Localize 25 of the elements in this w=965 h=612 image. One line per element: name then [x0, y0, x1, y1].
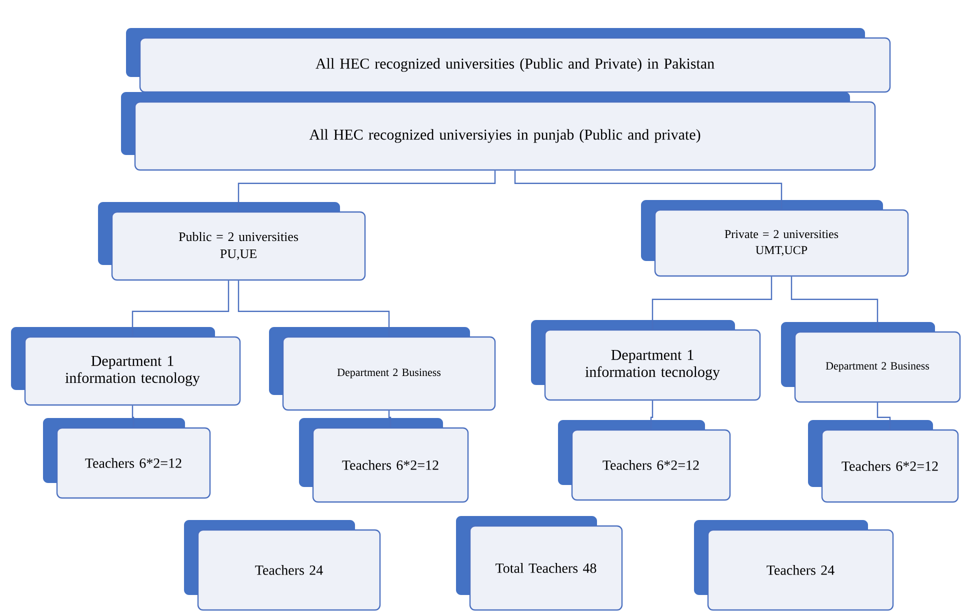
text-box: Total Teachers 48	[456, 516, 623, 611]
text-box: Teachers 6*2=12	[808, 420, 959, 503]
text-box: Public = 2 universities PU,UE	[98, 202, 366, 281]
connector	[238, 280, 390, 336]
text-box: Private = 2 universities UMT,UCP	[641, 200, 909, 277]
connector	[650, 400, 654, 430]
text-box: Department 1 information tecnology	[11, 327, 241, 406]
text-box: Teachers 24	[184, 520, 381, 611]
connector	[514, 170, 782, 210]
connector	[790, 276, 878, 332]
text-box: All HEC recognized universiyies in punjab (Public and private)	[121, 92, 876, 171]
text-box: Teachers 6*2=12	[43, 418, 211, 499]
connector	[238, 170, 496, 212]
connector	[652, 276, 772, 330]
text-box: Teachers 24	[694, 520, 894, 611]
text-box: Teachers 6*2=12	[558, 420, 731, 501]
text-box: Department 2 Business	[269, 327, 496, 411]
connector	[876, 402, 891, 430]
text-box: Department 2 Business	[781, 322, 961, 403]
text-box: All HEC recognized universities (Public and Private) in Pakistan	[126, 28, 891, 93]
text-box: Teachers 6*2=12	[299, 418, 469, 503]
connector	[132, 406, 134, 428]
connector	[132, 280, 230, 336]
text-box: Department 1 information tecnology	[531, 320, 761, 401]
connector	[388, 410, 392, 428]
